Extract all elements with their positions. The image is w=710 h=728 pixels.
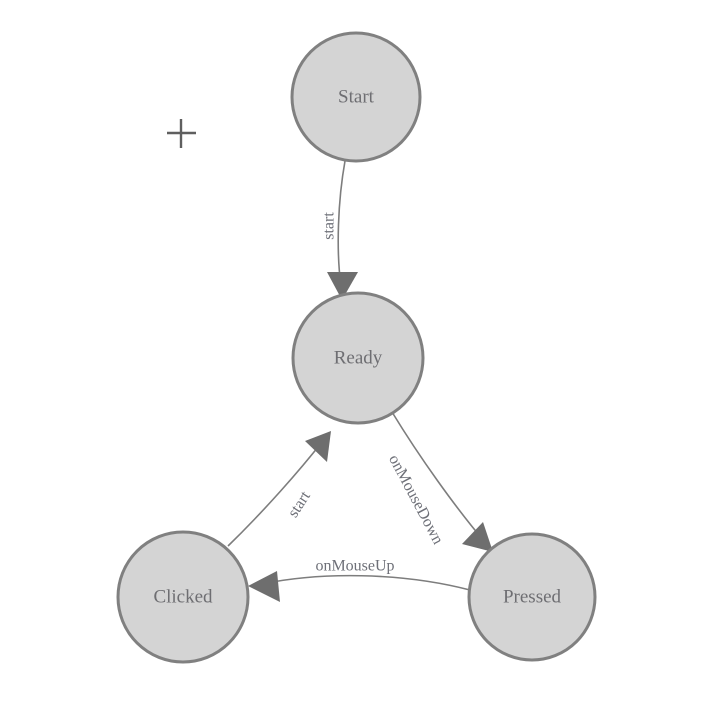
edge-clicked-to-ready[interactable]: start [227,431,331,547]
edge-path-clicked-to-ready[interactable] [227,441,323,547]
edge-path-ready-to-pressed[interactable] [391,411,485,542]
node-clicked-circle[interactable] [116,530,250,664]
edge-ready-to-pressed[interactable]: onMouseDown [385,411,493,552]
node-ready[interactable]: Ready [291,291,425,425]
edge-label-start-to-ready: start [321,212,338,240]
node-pressed-circle[interactable] [467,532,597,662]
edge-label-pressed-to-clicked: onMouseUp [315,558,394,575]
edge-start-to-ready[interactable]: start [321,160,358,300]
arrowhead-clicked-to-ready [305,431,331,462]
arrowhead-start-to-ready [327,272,358,300]
edge-label-ready-to-pressed: onMouseDown [385,452,446,547]
node-start[interactable]: Start [290,31,422,163]
edge-label-clicked-to-ready: start [285,488,315,521]
arrowhead-ready-to-pressed [462,522,493,552]
node-ready-circle[interactable] [291,291,425,425]
arrowhead-pressed-to-clicked [248,571,280,602]
node-clicked[interactable]: Clicked [116,530,250,664]
node-start-circle[interactable] [290,31,422,163]
edge-pressed-to-clicked[interactable]: onMouseUp [248,558,471,602]
edge-path-pressed-to-clicked[interactable] [261,574,471,591]
plus-marker-icon [167,119,196,148]
edge-path-start-to-ready[interactable] [337,160,346,287]
node-pressed[interactable]: Pressed [467,532,597,662]
